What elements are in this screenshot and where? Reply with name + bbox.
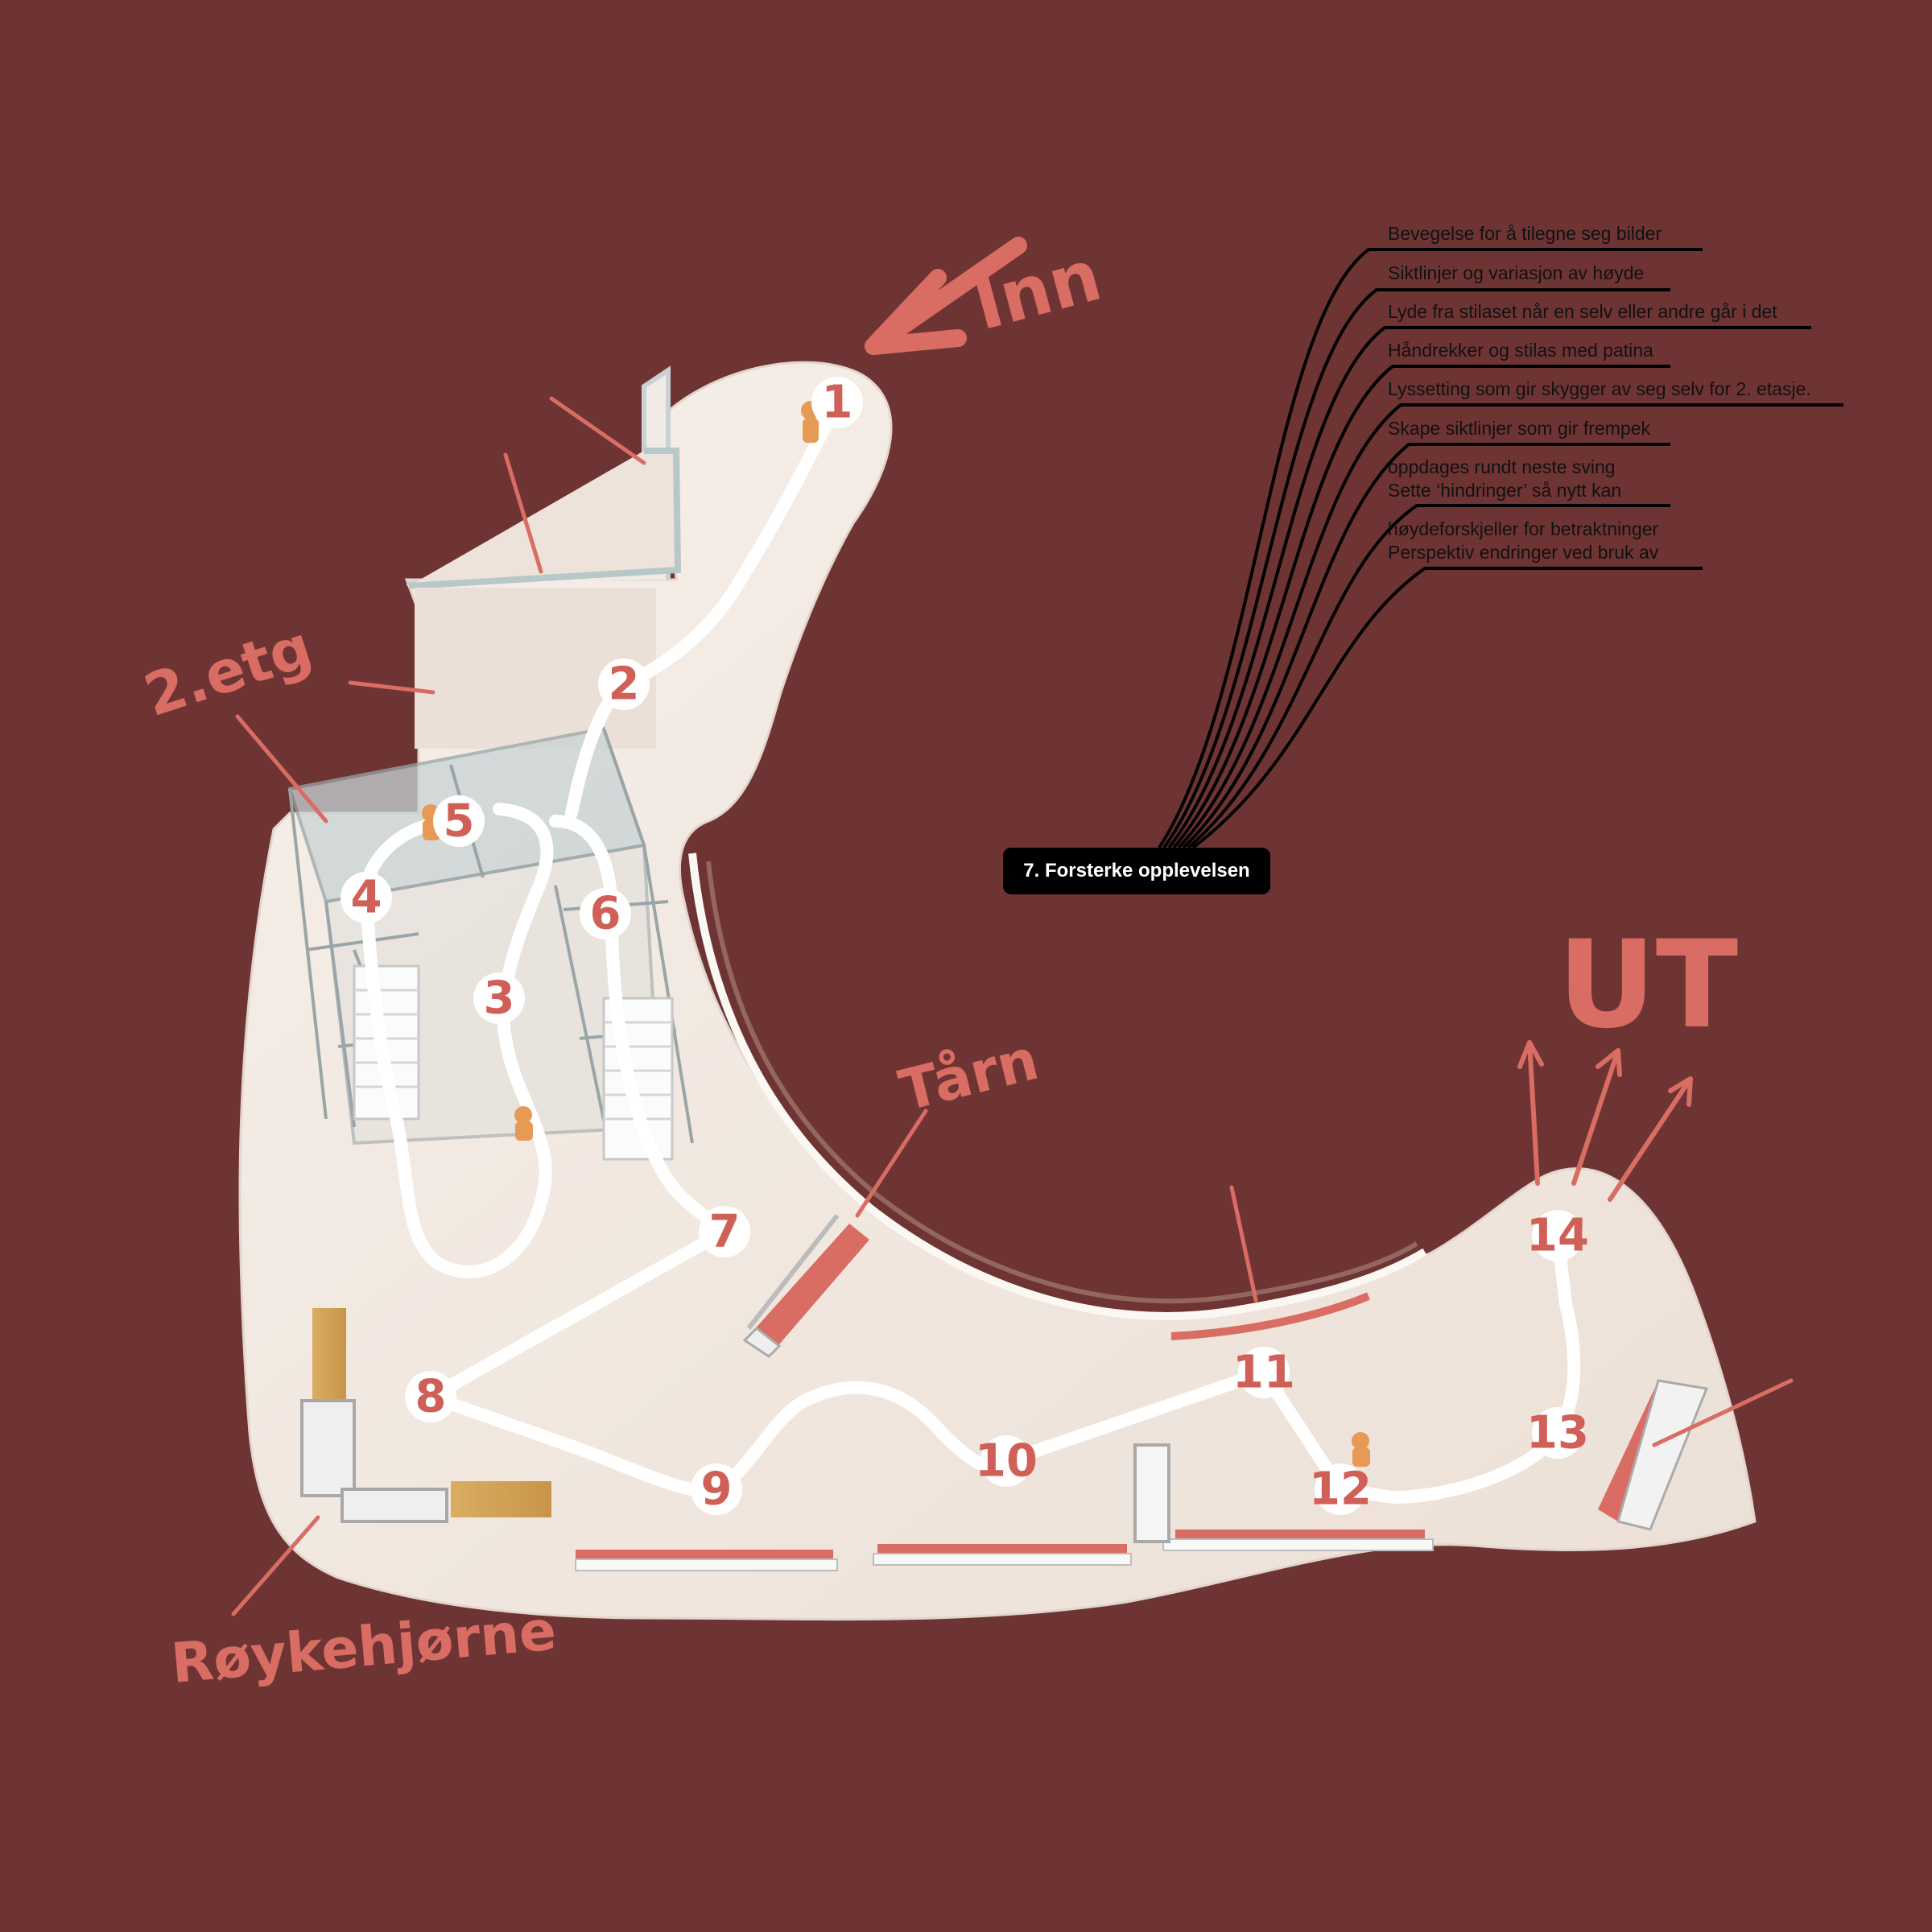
station-label-7: 7	[709, 1206, 741, 1258]
note-6: Skape siktlinjer som gir frempek	[1388, 418, 1650, 439]
walking-path	[359, 396, 1581, 1504]
station-label-14: 14	[1526, 1210, 1589, 1262]
pointer-line-wall	[503, 452, 543, 574]
railing-row	[575, 1443, 1434, 1571]
pointer-line-2etg	[235, 714, 328, 824]
station-label-6: 6	[590, 888, 621, 940]
right-bench	[1598, 1379, 1709, 1531]
inn-arrow	[865, 237, 1027, 355]
station-label-12: 12	[1309, 1463, 1372, 1516]
station-12	[1315, 1463, 1366, 1515]
ut-arrow-2	[1571, 1048, 1622, 1186]
station-6	[580, 888, 631, 939]
label-ut: UT	[1558, 915, 1738, 1055]
human-figures	[422, 401, 1370, 1467]
ut-arrow-3	[1608, 1076, 1693, 1202]
note-4: Håndrekker og stilas med patina	[1388, 340, 1653, 361]
note-5: Lyssetting som gir skygger av seg selv f…	[1388, 378, 1811, 399]
note-3: Lyde fra stilaset når en selv eller andr…	[1388, 301, 1777, 322]
station-10	[980, 1435, 1032, 1487]
pointer-line-right-bench	[1652, 1378, 1794, 1447]
label-tower: Tårn	[893, 1026, 1044, 1125]
station-5	[433, 795, 485, 847]
label-second-floor: 2.etg	[136, 613, 320, 729]
note-7: oppdages rundt neste sving	[1388, 456, 1616, 477]
station-label-11: 11	[1232, 1347, 1295, 1399]
note-2: Siktlinjer og variasjon av høyde	[1388, 262, 1644, 283]
station-8	[405, 1371, 456, 1422]
station-4	[341, 872, 392, 923]
station-label-1: 1	[822, 377, 853, 429]
ut-arrow-1	[1517, 1040, 1544, 1186]
handdrawn-annotations	[231, 237, 1794, 1616]
curved-wall-shadow	[706, 861, 1418, 1304]
pointer-line-upper-room	[549, 396, 646, 465]
station-label-5: 5	[444, 795, 475, 848]
station-label-3: 3	[484, 972, 515, 1025]
station-13	[1532, 1407, 1583, 1459]
category-label: 7. Forsterke opplevelsen	[1023, 860, 1250, 881]
curved-bench	[1170, 1292, 1370, 1340]
upper-room	[408, 448, 682, 589]
notes-list: Bevegelse for å tilegne seg bilder Siktl…	[1388, 223, 1811, 563]
curved-wall	[688, 852, 1427, 1320]
note-8: Sette ‘hindringer’ så nytt kan	[1388, 480, 1621, 501]
note-9: høydeforskjeller for betraktninger	[1388, 518, 1659, 539]
station-3	[473, 972, 525, 1024]
pointer-line-smoking	[231, 1515, 320, 1616]
callout-lines	[1158, 248, 1843, 849]
station-2	[598, 658, 650, 710]
station-1	[811, 377, 863, 428]
station-label-8: 8	[415, 1371, 447, 1423]
label-inn: Inn	[965, 233, 1109, 346]
pointer-line-room	[348, 680, 436, 695]
label-smoking-corner: Røykehjørne	[169, 1599, 559, 1695]
smoking-corner-benches	[300, 1308, 551, 1523]
station-label-4: 4	[351, 872, 382, 924]
pointer-line-tower	[855, 1108, 928, 1218]
station-9	[691, 1463, 742, 1515]
pointer-line-curved-bench	[1229, 1185, 1258, 1302]
station-label-10: 10	[975, 1435, 1038, 1488]
tower-bench	[742, 1214, 869, 1358]
station-markers: 1 2 3 4 5 6 7 8 9 10 11 12 13 14	[341, 377, 1589, 1516]
note-1: Bevegelse for å tilegne seg bilder	[1388, 223, 1662, 244]
station-label-13: 13	[1526, 1407, 1589, 1459]
category-label-box: 7. Forsterke opplevelsen	[1003, 848, 1270, 894]
station-7	[699, 1206, 750, 1257]
station-14	[1532, 1210, 1583, 1261]
note-10: Perspektiv endringer ved bruk av	[1388, 542, 1659, 563]
station-11	[1238, 1347, 1290, 1398]
station-label-9: 9	[701, 1463, 733, 1516]
station-label-2: 2	[609, 658, 640, 711]
